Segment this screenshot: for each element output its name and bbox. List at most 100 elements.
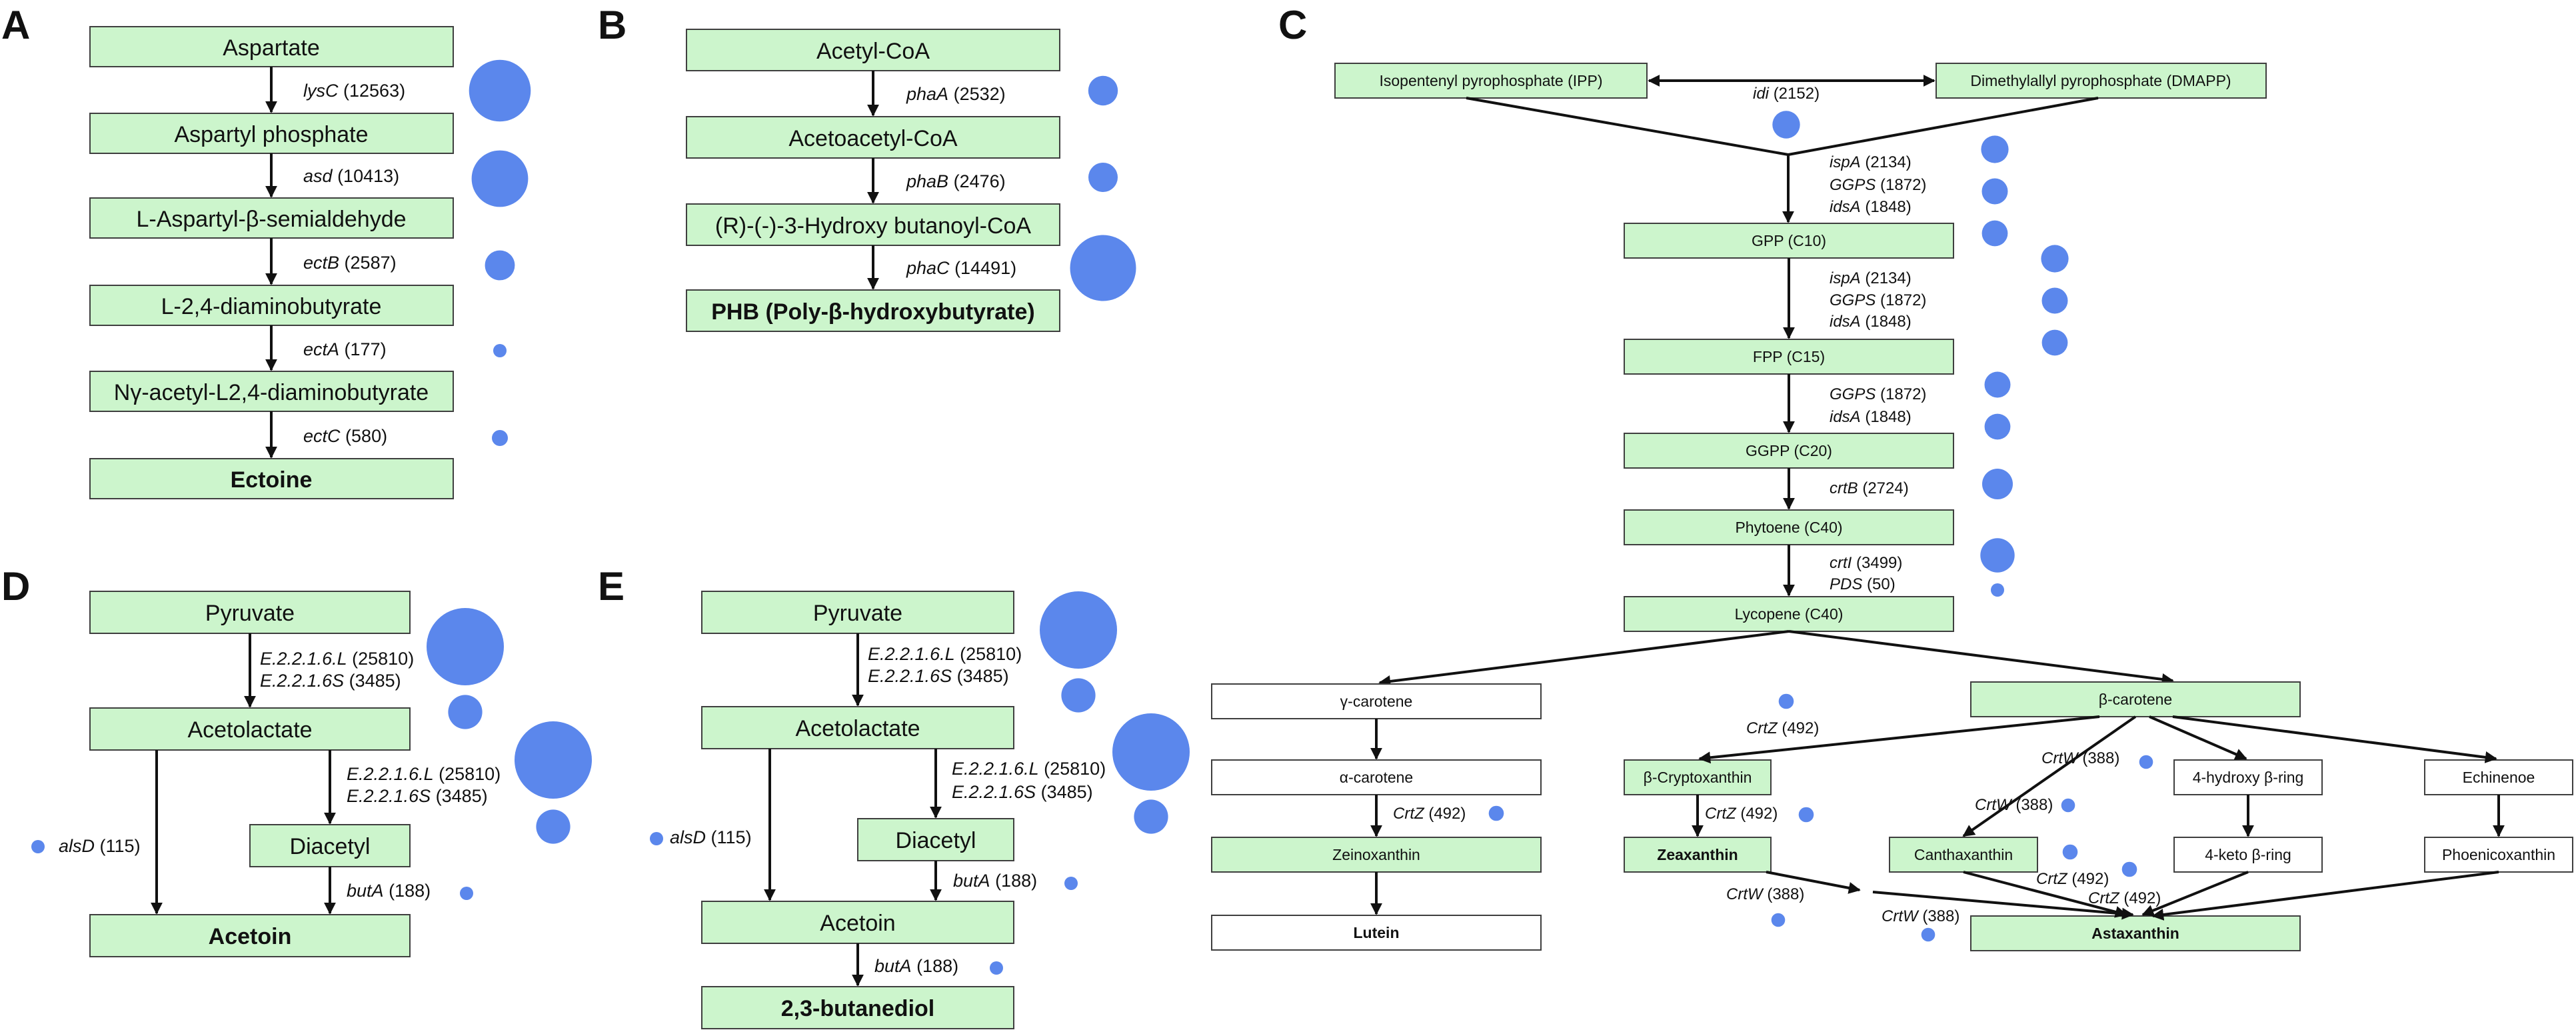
arrow-mid-astaxanthin — [1872, 891, 2134, 920]
enzyme-phaa: phaA (2532) — [906, 84, 1006, 104]
node-acetolactate-d: Acetolactate — [89, 707, 411, 751]
panel-c: C Isopentenyl pyrophosphate (IPP) Dimeth… — [1211, 3, 2573, 951]
node-ectoine: Ectoine — [89, 458, 454, 499]
node-aspartyl-semialdehyde: L-Aspartyl-β-semialdehyde — [89, 197, 454, 239]
enzyme-crtw-1: CrtW (388) — [2041, 749, 2119, 767]
enzyme-phac: phaC (14491) — [906, 258, 1016, 278]
node-acetyl-diaminobutyrate: Nγ-acetyl-L2,4-diaminobutyrate — [89, 371, 454, 412]
bubble-phac — [1070, 235, 1136, 301]
node-fpp: FPP (C15) — [1624, 339, 1954, 375]
node-lycopene-label: Lycopene (C40) — [1735, 605, 1844, 623]
enzyme-e-e216s-1: E.2.2.1.6S (3485) — [868, 666, 1009, 686]
bubble-asd — [471, 150, 529, 207]
panel-label-d: D — [1, 564, 30, 609]
enzyme-crtz-2: CrtZ (492) — [1705, 805, 1778, 823]
node-pyruvate-d-label: Pyruvate — [205, 601, 295, 626]
node-ipp-label: Isopentenyl pyrophosphate (IPP) — [1380, 72, 1603, 89]
node-dmapp: Dimethylallyl pyrophosphate (DMAPP) — [1935, 63, 2267, 99]
enzyme-e-e216l-2: E.2.2.1.6.L (25810) — [952, 759, 1106, 779]
panel-label-b: B — [598, 3, 627, 47]
enzyme-d-alsd: alsD (115) — [59, 836, 141, 856]
node-acetoacetyl-coa-label: Acetoacetyl-CoA — [788, 126, 958, 151]
bubble-phaa — [1088, 75, 1118, 106]
enzyme-crtz-3: CrtZ (492) — [2036, 870, 2109, 888]
node-beta-carotene-label: β-carotene — [2099, 691, 2172, 708]
node-gpp-label: GPP (C10) — [1752, 232, 1826, 249]
node-aspartyl-semialdehyde-label: L-Aspartyl-β-semialdehyde — [136, 207, 406, 232]
node-hydroxy-beta-ring: 4-hydroxy β-ring — [2173, 759, 2323, 795]
enzyme-d-e216l-2: E.2.2.1.6.L (25810) — [347, 764, 501, 784]
bubble-crtz-left — [1488, 805, 1504, 821]
node-acetoacetyl-coa: Acetoacetyl-CoA — [686, 116, 1060, 159]
enzyme-e-e216l-1: E.2.2.1.6.L (25810) — [868, 644, 1022, 664]
node-zeaxanthin: Zeaxanthin — [1624, 837, 1772, 873]
node-hydroxy-butanoyl-coa-label: (R)-(-)-3-Hydroxy butanoyl-CoA — [715, 213, 1032, 239]
bubble-pds — [1991, 583, 2004, 597]
bubble-phab — [1088, 163, 1118, 192]
bubble-crtz-1 — [1778, 693, 1794, 709]
node-acetolactate-e: Acetolactate — [701, 706, 1014, 749]
node-diacetyl-d-label: Diacetyl — [290, 834, 371, 859]
node-pyruvate-e-label: Pyruvate — [813, 601, 902, 626]
node-ipp: Isopentenyl pyrophosphate (IPP) — [1334, 63, 1648, 99]
bubble-lysc — [469, 59, 531, 122]
enzyme-ispa-2: ispA (2134) — [1830, 269, 1912, 287]
panel-label-c: C — [1278, 3, 1307, 47]
panel-a: A Aspartate Aspartyl phosphate L-Asparty… — [1, 3, 531, 499]
node-diacetyl-d: Diacetyl — [249, 824, 411, 867]
node-astaxanthin-label: Astaxanthin — [2091, 925, 2179, 942]
arrow-keto-astaxanthin — [2141, 871, 2249, 917]
panel-label-a: A — [1, 3, 30, 47]
node-phb-label: PHB (Poly-β-hydroxybutyrate) — [711, 299, 1034, 325]
bubble-idi — [1772, 111, 1800, 139]
bubble-crtz-4 — [2121, 861, 2137, 877]
arrow-beta-echinenone — [2172, 715, 2497, 763]
bubble-e-e216l-2 — [1112, 713, 1190, 791]
node-canthaxanthin-label: Canthaxanthin — [1914, 846, 2013, 863]
node-acetolactate-e-label: Acetolactate — [795, 716, 920, 741]
enzyme-ectb: ectB (2587) — [303, 253, 397, 273]
node-acetolactate-d-label: Acetolactate — [187, 717, 312, 743]
bubble-ectc — [492, 430, 508, 446]
node-alpha-carotene-label: α-carotene — [1340, 769, 1413, 786]
arrow-beta-hydroxy — [2149, 715, 2247, 760]
bubble-ggps-3 — [1984, 371, 2011, 398]
bubble-ecta — [493, 344, 507, 357]
enzyme-ggps-2: GGPS (1872) — [1830, 291, 1926, 309]
bubble-e-e216s-1 — [1061, 678, 1096, 713]
node-diaminobutyrate: L-2,4-diaminobutyrate — [89, 285, 454, 326]
enzyme-e-alsd: alsD (115) — [670, 827, 752, 847]
node-beta-cryptoxanthin-label: β-Cryptoxanthin — [1644, 769, 1752, 786]
enzyme-idsa-2: idsA (1848) — [1830, 313, 1912, 331]
node-beta-cryptoxanthin: β-Cryptoxanthin — [1624, 759, 1772, 795]
arrow-canthaxanthin-astaxanthin — [1963, 871, 2127, 918]
bubble-idsa-1 — [1981, 220, 2008, 247]
node-gpp: GPP (C10) — [1624, 223, 1954, 259]
line-dmapp-merge — [1788, 97, 2099, 156]
bubble-d-e216l-2 — [515, 721, 592, 799]
enzyme-crti: crtI (3499) — [1830, 554, 1902, 572]
bubble-e-buta-1 — [1064, 877, 1078, 890]
node-fpp-label: FPP (C15) — [1753, 348, 1825, 365]
node-diacetyl-e-label: Diacetyl — [896, 828, 976, 853]
bubble-ggps-2 — [2041, 287, 2068, 314]
bubble-d-e216s-1 — [448, 695, 483, 729]
arrow-phoenicoxanthin-astaxanthin — [2151, 871, 2499, 921]
node-phb: PHB (Poly-β-hydroxybutyrate) — [686, 289, 1060, 332]
enzyme-crtz-4: CrtZ (492) — [2088, 889, 2161, 907]
enzyme-e-buta-1: butA (188) — [953, 871, 1037, 891]
node-ectoine-label: Ectoine — [231, 467, 313, 493]
node-aspartate: Aspartate — [89, 26, 454, 67]
node-aspartyl-phosphate-label: Aspartyl phosphate — [174, 122, 368, 147]
enzyme-ggps-1: GGPS (1872) — [1830, 176, 1926, 194]
node-hydroxy-beta-ring-label: 4-hydroxy β-ring — [2193, 769, 2304, 786]
bubble-crtz-3 — [2062, 844, 2078, 860]
node-acetyl-coa-label: Acetyl-CoA — [816, 39, 930, 64]
arrow-lycopene-beta — [1788, 630, 2174, 685]
node-ggpp: GGPP (C20) — [1624, 433, 1954, 469]
node-phoenicoxanthin: Phoenicoxanthin — [2424, 837, 2573, 873]
node-zeinoxanthin-label: Zeinoxanthin — [1332, 846, 1420, 863]
enzyme-idsa-3: idsA (1848) — [1830, 408, 1912, 426]
bubble-ectb — [485, 250, 515, 281]
